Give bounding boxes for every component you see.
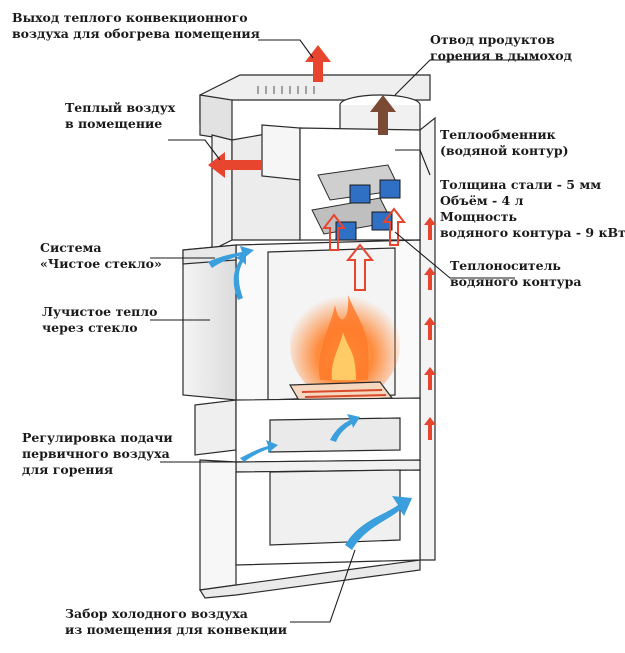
base-left (199, 459, 237, 591)
water-block (335, 221, 357, 241)
right-side-panel (419, 116, 436, 561)
heat-exchanger (311, 164, 401, 241)
label-flue-outlet: Отвод продуктов горения в дымоход (430, 32, 572, 63)
stove-body (182, 74, 436, 599)
label-clean-glass: Система «Чистое стекло» (40, 240, 162, 271)
label-coolant: Теплоноситель водяного контура (450, 258, 582, 289)
label-specs: Толщина стали - 5 мм Объём - 4 л Мощност… (440, 177, 625, 240)
water-block (349, 184, 371, 204)
label-radiant-heat: Лучистое тепло через стекло (42, 304, 158, 335)
label-primary-air: Регулировка подачи первичного воздуха дл… (22, 430, 173, 477)
left-panel-top (211, 134, 233, 251)
label-heat-exchanger: Теплообменник (водяной контур) (440, 127, 569, 158)
leader-lines (150, 39, 540, 623)
ash-door (194, 399, 237, 456)
flue-arrow (370, 95, 396, 135)
glass-door (182, 244, 237, 401)
cold-arrows (208, 246, 412, 550)
label-warm-air-outlet: Выход теплого конвекционного воздуха для… (12, 10, 260, 41)
water-block (379, 179, 401, 199)
label-warm-air-room: Теплый воздух в помещение (65, 100, 176, 131)
hot-arrows (208, 45, 436, 440)
label-cold-air-intake: Забор холодного воздуха из помещения для… (65, 606, 288, 637)
